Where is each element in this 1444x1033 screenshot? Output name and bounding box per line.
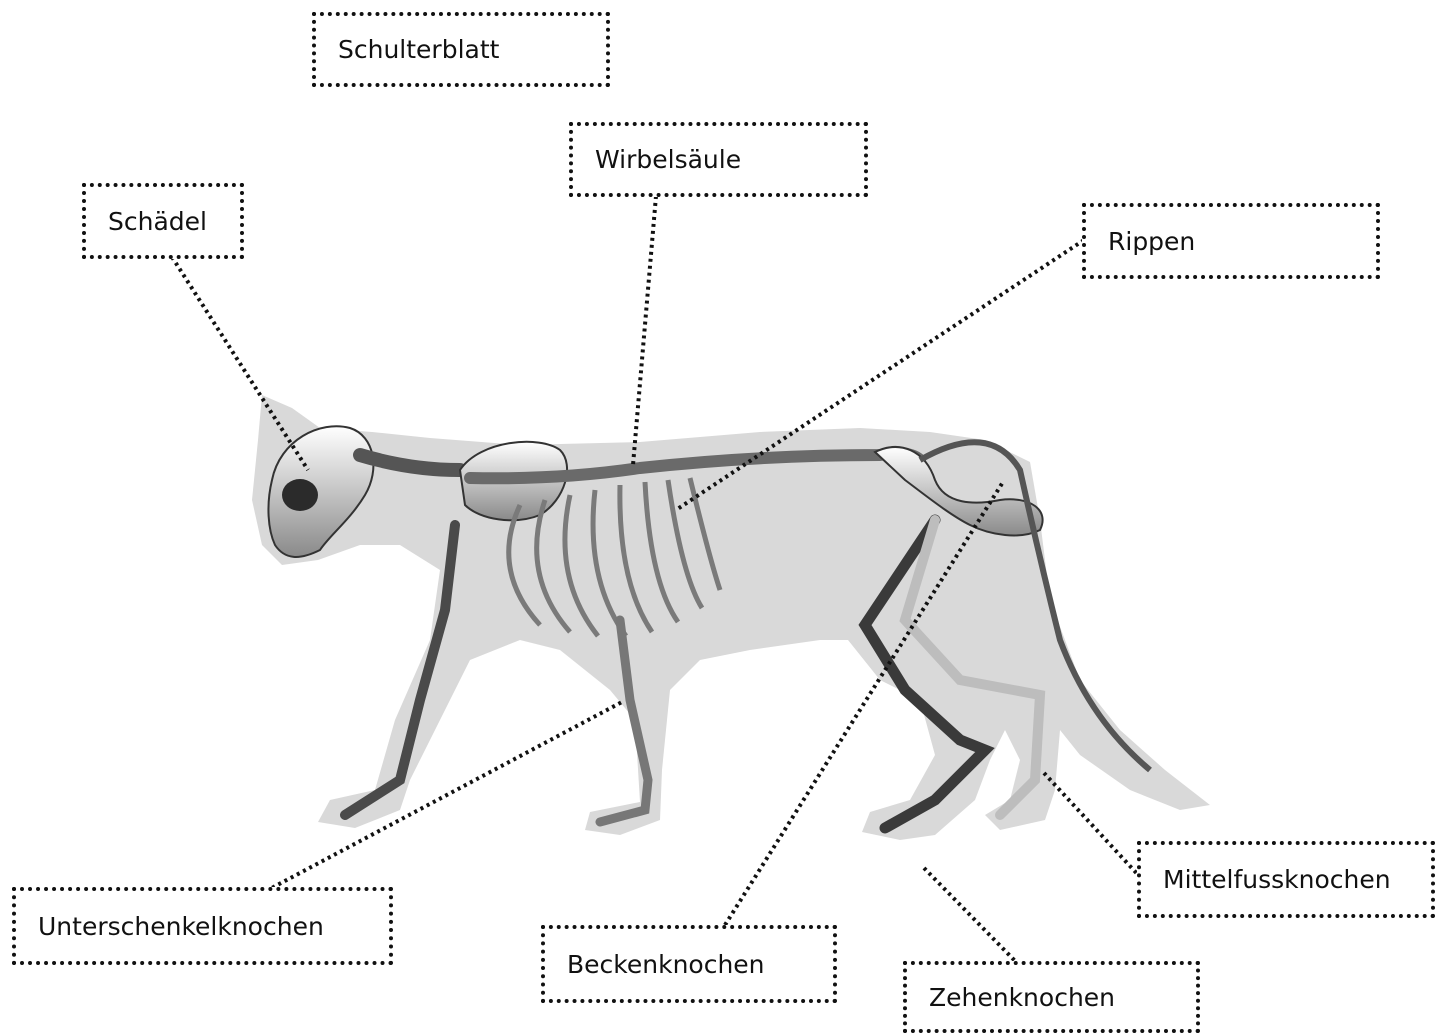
label-zehenknochen: Zehenknochen bbox=[903, 961, 1200, 1033]
leader-wirbelsaeule bbox=[633, 196, 656, 465]
label-text: Beckenknochen bbox=[567, 950, 765, 979]
label-wirbelsaeule: Wirbelsäule bbox=[569, 122, 868, 197]
label-text: Mittelfussknochen bbox=[1163, 865, 1391, 894]
label-schaedel: Schädel bbox=[82, 183, 244, 259]
leader-zehenknochen bbox=[924, 868, 1020, 966]
label-mittelfussknochen: Mittelfussknochen bbox=[1137, 841, 1435, 918]
skull-eye-socket bbox=[282, 479, 318, 511]
label-beckenknochen: Beckenknochen bbox=[541, 925, 837, 1003]
leader-unterschenkelknochen bbox=[266, 702, 622, 891]
label-text: Zehenknochen bbox=[929, 983, 1115, 1012]
leader-mittelfussknochen bbox=[1044, 773, 1141, 878]
label-schulterblatt: Schulterblatt bbox=[312, 12, 610, 87]
label-text: Rippen bbox=[1108, 227, 1195, 256]
label-text: Unterschenkelknochen bbox=[38, 912, 324, 941]
label-text: Wirbelsäule bbox=[595, 145, 741, 174]
label-rippen: Rippen bbox=[1082, 203, 1380, 279]
label-unterschenkelknochen: Unterschenkelknochen bbox=[12, 887, 393, 965]
label-text: Schädel bbox=[108, 207, 207, 236]
label-text: Schulterblatt bbox=[338, 35, 499, 64]
